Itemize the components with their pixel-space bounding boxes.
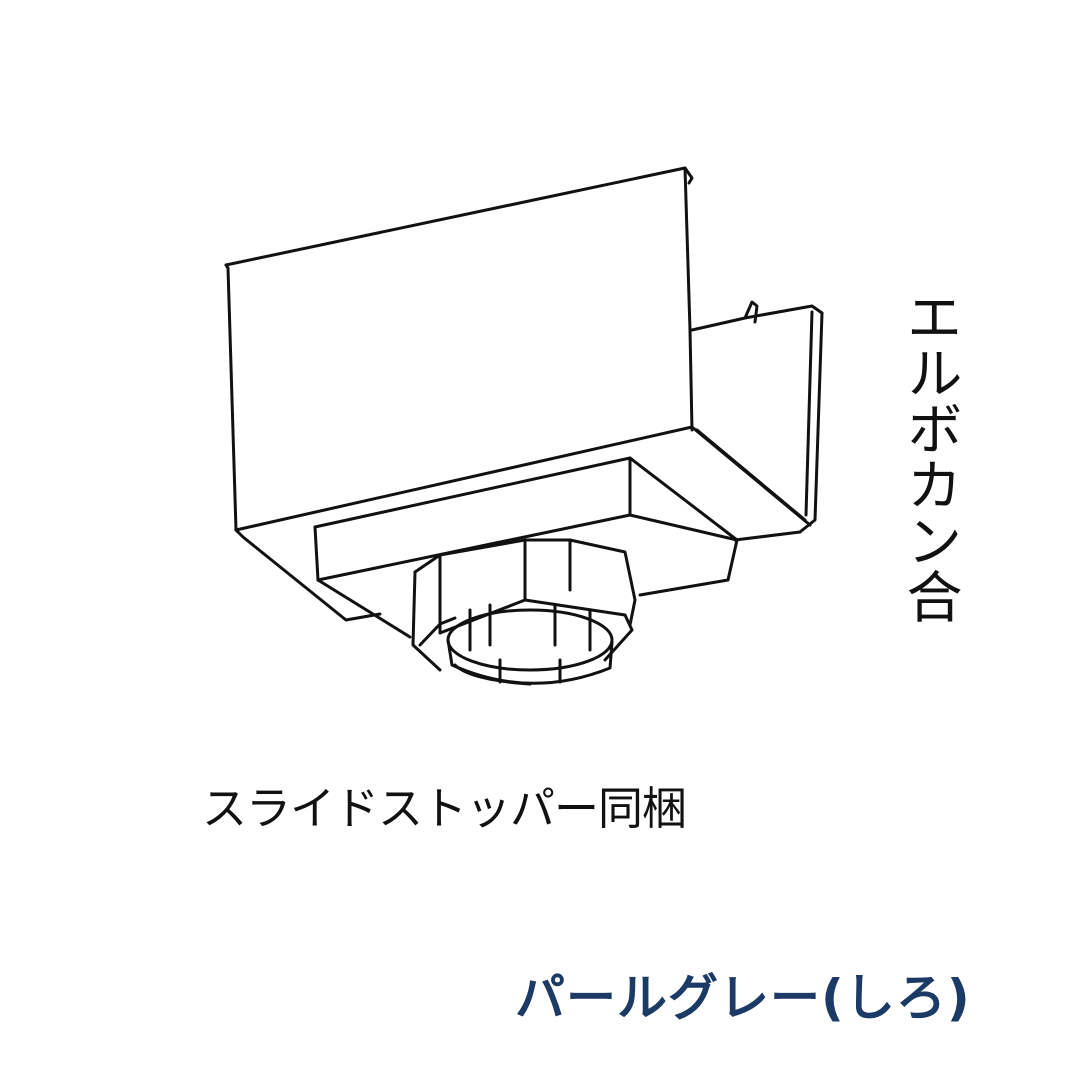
color-name-label: パールグレー(しろ) bbox=[515, 969, 971, 1027]
product-name-vertical: エルボカン合 bbox=[897, 288, 962, 624]
accessory-note: スライドストッパー同梱 bbox=[202, 782, 687, 835]
